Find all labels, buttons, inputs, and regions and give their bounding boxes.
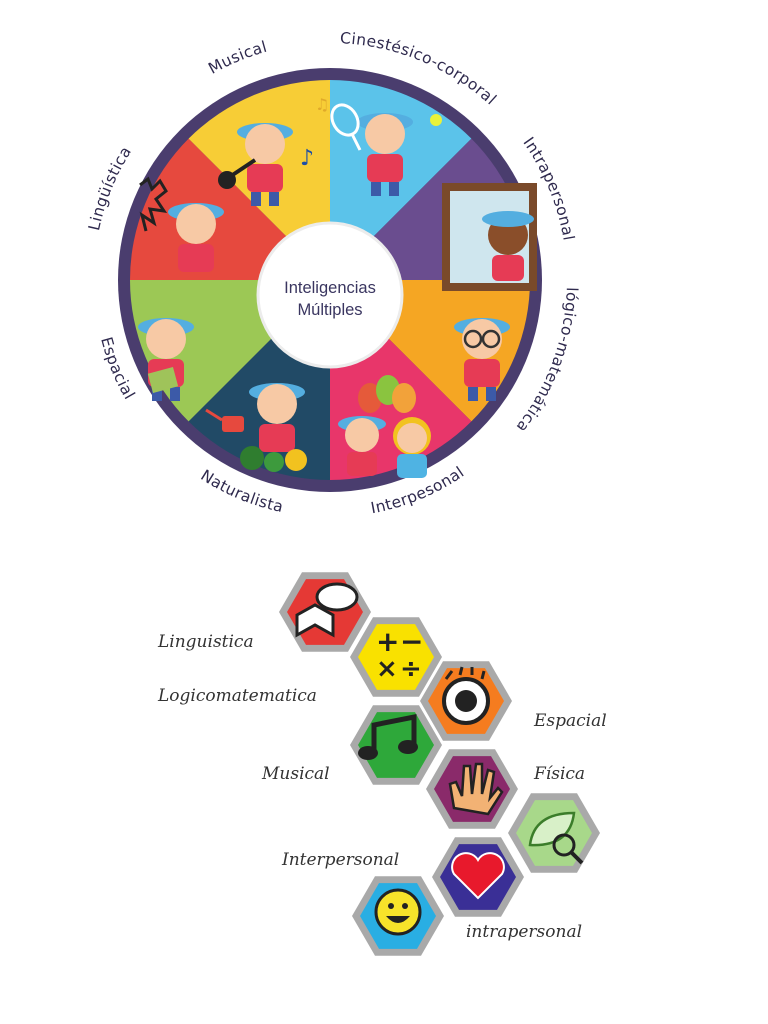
letters-icon xyxy=(139,176,168,232)
svg-text:+: + xyxy=(376,625,399,658)
intelligences-wheel: Inteligencias Múltiples ♪ ♫ xyxy=(85,29,580,517)
hexagon-label-2: Espacial xyxy=(533,711,607,731)
hand-icon xyxy=(448,762,504,816)
music-note-icon: ♪ xyxy=(300,146,314,171)
tennis-racket-icon xyxy=(330,103,442,151)
heart-icon xyxy=(451,852,505,900)
map-icon xyxy=(147,366,179,394)
child-kinesthetic xyxy=(357,113,413,196)
hexagon-label-7: intrapersonal xyxy=(466,922,582,942)
child-intrapersonal xyxy=(482,211,534,281)
plant-pots-icon xyxy=(240,446,307,472)
child-musical xyxy=(218,123,293,206)
music-note-icon: ♫ xyxy=(315,95,329,114)
svg-text:−: − xyxy=(400,625,423,658)
music-note-icon xyxy=(358,713,418,760)
center-title-line1: Inteligencias xyxy=(284,279,376,297)
svg-text:×: × xyxy=(376,654,398,684)
hexagon-label-3: Musical xyxy=(261,764,330,784)
hexagon-label-4: Física xyxy=(533,764,585,784)
child-logical xyxy=(454,318,510,401)
eye-icon xyxy=(442,666,490,725)
watering-can-icon xyxy=(205,408,244,432)
center-title-line2: Múltiples xyxy=(297,301,362,319)
wheel-center xyxy=(256,221,404,369)
hexagon-diagram: + − × ÷ LinguisticaLogicomatematicaEspac… xyxy=(157,572,607,956)
hexagon-label-1: Logicomatematica xyxy=(157,686,317,706)
child-interpersonal-girl xyxy=(393,417,431,478)
hexagon-1 xyxy=(358,624,434,690)
math-operators-icon: + − × ÷ xyxy=(376,625,423,684)
hexagon-label-0: Linguistica xyxy=(157,632,254,652)
leaf-magnifier-icon xyxy=(528,811,584,865)
svg-text:÷: ÷ xyxy=(400,654,422,684)
child-naturalist xyxy=(249,383,305,452)
hexagon-label-6: Interpersonal xyxy=(281,850,399,870)
smiley-icon xyxy=(374,888,422,936)
child-linguistic xyxy=(168,203,224,272)
wheel-label-0: Musical xyxy=(205,38,269,78)
child-interpersonal-boy xyxy=(338,416,386,476)
book-speech-icon xyxy=(295,582,359,638)
wheel-label-text-0: Musical xyxy=(205,38,268,78)
balloons-icon xyxy=(358,375,416,413)
